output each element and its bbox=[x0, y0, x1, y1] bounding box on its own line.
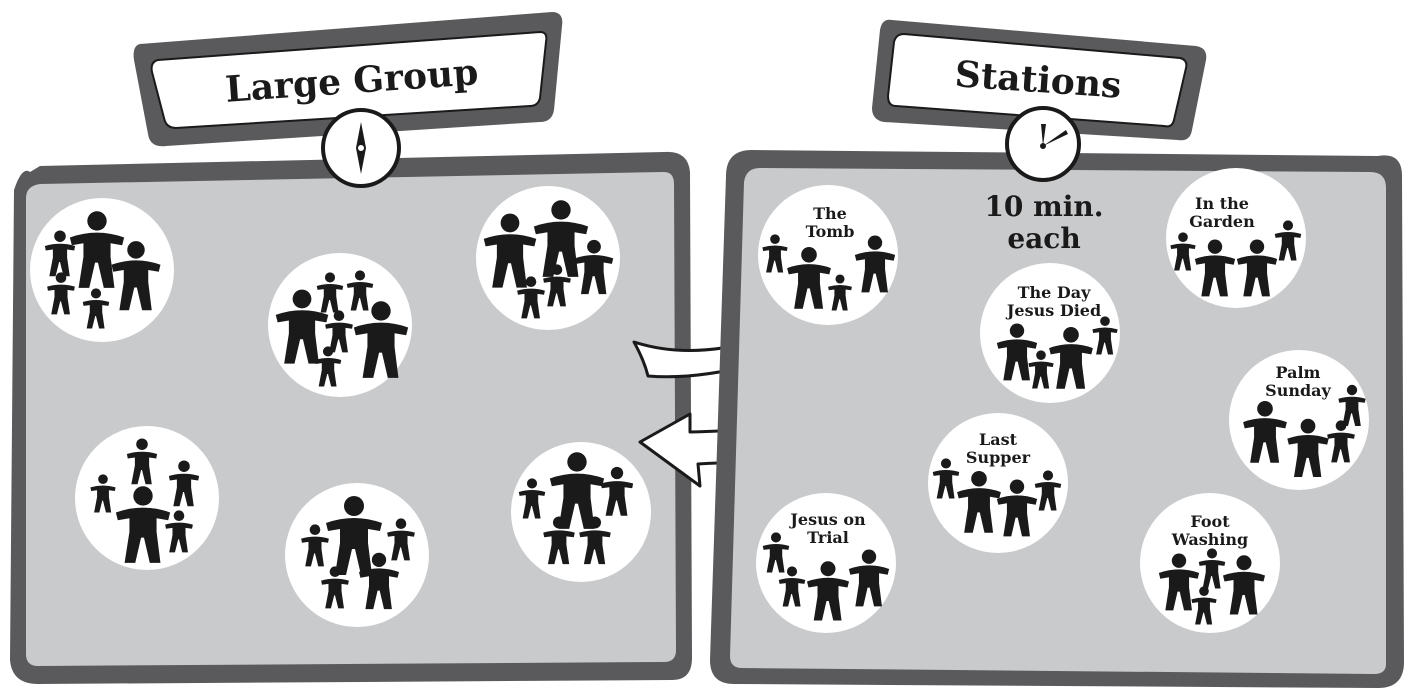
group-circle-5 bbox=[285, 483, 429, 627]
station-palm-sunday: Palm Sunday bbox=[1229, 350, 1369, 490]
group-circle-2 bbox=[268, 253, 412, 397]
station-the-day-jesus-died: The Day Jesus Died bbox=[980, 263, 1120, 403]
station-label-line1: The bbox=[813, 204, 847, 223]
station-label-line1: The Day bbox=[1018, 283, 1092, 302]
station-jesus-on-trial: Jesus on Trial bbox=[756, 493, 896, 633]
station-label-line1: In the bbox=[1195, 194, 1249, 213]
station-label-line1: Last bbox=[979, 430, 1018, 449]
station-label-line2: Washing bbox=[1171, 530, 1248, 549]
station-duration-line2: each bbox=[1007, 222, 1080, 255]
station-label-line1: Foot bbox=[1190, 512, 1230, 531]
station-label-line2: Garden bbox=[1189, 212, 1255, 231]
group-circle-3 bbox=[476, 186, 620, 330]
station-foot-washing: Foot Washing bbox=[1140, 493, 1280, 633]
station-label-line2: Jesus Died bbox=[1005, 301, 1101, 320]
station-last-supper: Last Supper bbox=[928, 413, 1068, 553]
station-duration-line1: 10 min. bbox=[984, 190, 1103, 223]
clock-icon bbox=[1005, 106, 1081, 182]
station-the-tomb: The Tomb bbox=[758, 185, 898, 325]
station-label-line1: Palm bbox=[1276, 363, 1321, 382]
station-label-line1: Jesus on bbox=[788, 510, 866, 529]
station-label-line2: Trial bbox=[807, 528, 849, 547]
group-circle-1 bbox=[30, 198, 174, 342]
station-label-line2: Sunday bbox=[1265, 381, 1331, 400]
group-circle-4 bbox=[75, 426, 219, 570]
large-group-sign: Large Group bbox=[133, 12, 563, 147]
stations-sign: Stations bbox=[872, 19, 1207, 141]
station-label-line2: Supper bbox=[966, 448, 1031, 467]
station-label-line2: Tomb bbox=[806, 222, 855, 241]
compass-icon bbox=[321, 108, 401, 188]
group-circle-6 bbox=[511, 442, 651, 582]
station-in-the-garden: In the Garden bbox=[1166, 168, 1306, 308]
